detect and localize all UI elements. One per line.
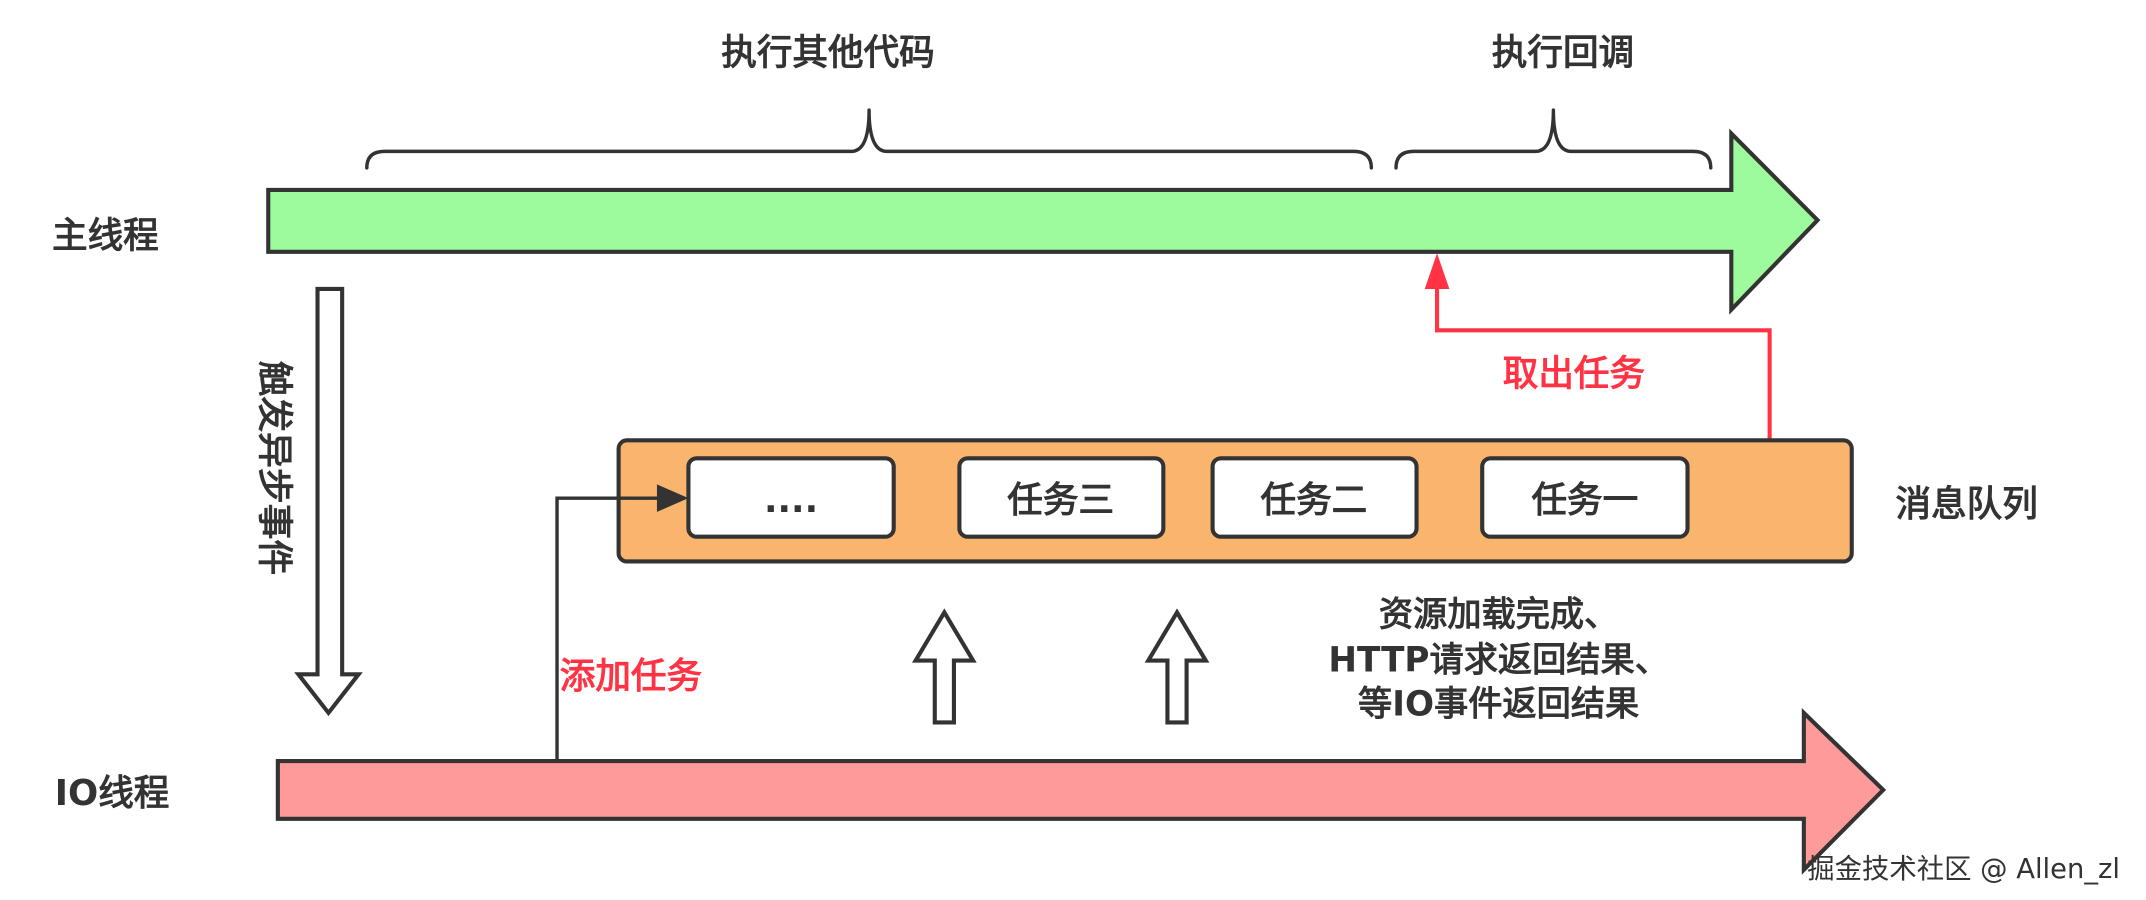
io-event-line: HTTP请求返回结果、 [1328, 640, 1669, 680]
phase-other-code-label: 执行其他代码 [721, 33, 934, 74]
trigger-async-event-label: 触发异步事件 [253, 361, 294, 576]
watermark: 掘金技术社区 @ Allen_zl [1807, 854, 2120, 885]
other-code-brace [365, 108, 1374, 170]
task-label: 任务三 [1007, 480, 1114, 521]
task-label: 任务一 [1531, 480, 1638, 521]
io-thread-arrow [275, 707, 1887, 875]
main-thread-arrow [266, 128, 1821, 315]
task-label: .... [764, 480, 818, 521]
task-label: 任务二 [1261, 480, 1368, 521]
io-thread-label: IO线程 [55, 773, 170, 814]
queue-task-one: 任务一 [1480, 456, 1690, 539]
add-task-label: 添加任务 [560, 656, 703, 697]
trigger-down-arrow [294, 286, 363, 717]
io-event-line: 等IO事件返回结果 [1358, 685, 1640, 725]
take-task-label: 取出任务 [1503, 353, 1646, 394]
io-result-up-arrow [911, 608, 977, 725]
queue-task-ellipsis: .... [686, 456, 896, 539]
add-task-connector [555, 496, 660, 762]
main-thread-label: 主线程 [52, 216, 159, 257]
queue-task-three: 任务三 [957, 456, 1166, 539]
phase-callback-label: 执行回调 [1492, 33, 1634, 74]
message-queue-label: 消息队列 [1896, 484, 2038, 525]
queue-task-two: 任务二 [1210, 456, 1419, 539]
callback-brace [1394, 108, 1713, 170]
io-result-up-arrow [1144, 608, 1210, 725]
add-task-arrowhead [656, 484, 689, 512]
take-task-arrowhead [1424, 253, 1450, 289]
io-event-line: 资源加载完成、 [1379, 595, 1618, 635]
